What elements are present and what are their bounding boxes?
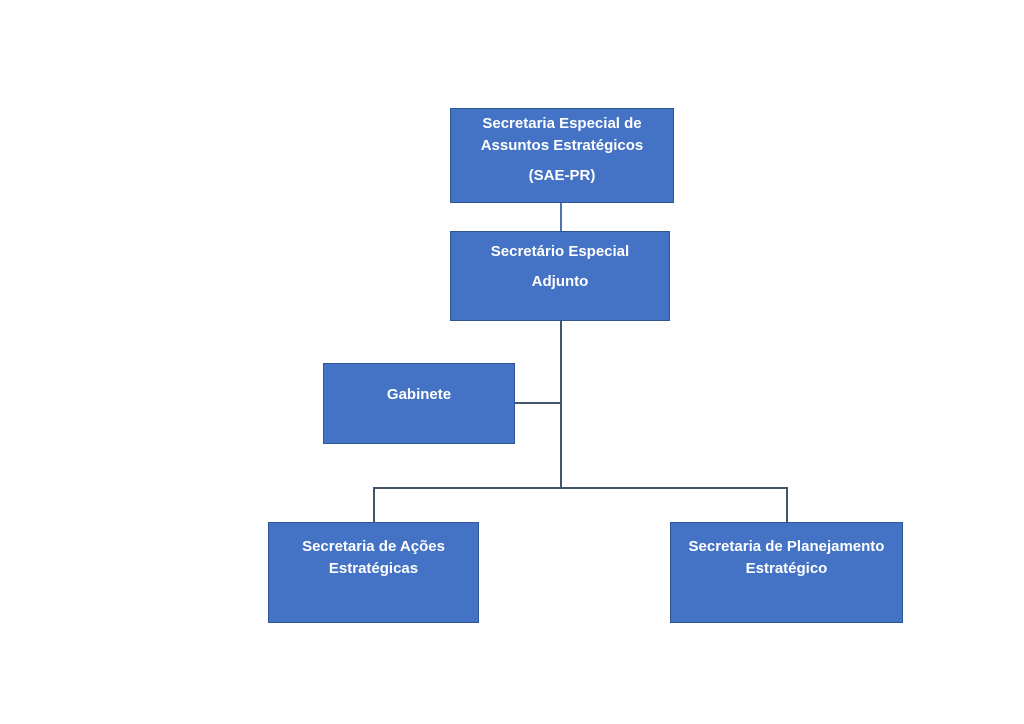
org-node-label-line: Gabinete [386,386,452,403]
org-node-secretaria-planejamento-estrategico: Secretaria de Planejamento Estratégico [670,522,903,623]
connector-adjunto-to-bus [560,321,562,488]
org-node-label-line: (SAE-PR) [528,167,596,184]
connector-horizontal-bus [373,487,788,489]
connector-gabinete-branch [515,402,561,404]
org-node-label-line: Secretaria de Ações [302,538,445,555]
org-node-label-line: Secretaria Especial de [482,115,642,132]
connector-sae-to-adjunto [560,203,562,231]
org-node-secretaria-acoes-estrategicas: Secretaria de Ações Estratégicas [268,522,479,623]
connector-drop-acoes [373,487,375,522]
org-node-label-line: Estratégico [745,560,828,577]
org-node-gabinete: Gabinete [323,363,515,444]
org-node-sae-pr: Secretaria Especial de Assuntos Estratég… [450,108,674,203]
org-node-label-line: Assuntos Estratégicos [480,137,644,154]
org-node-label-line: Secretaria de Planejamento [688,538,885,555]
org-node-label-line: Estratégicas [328,560,419,577]
connector-drop-planejamento [786,487,788,522]
org-node-label-line: Secretário Especial [490,243,630,260]
org-node-label-line: Adjunto [531,273,589,290]
org-node-secretario-especial-adjunto: Secretário Especial Adjunto [450,231,670,321]
